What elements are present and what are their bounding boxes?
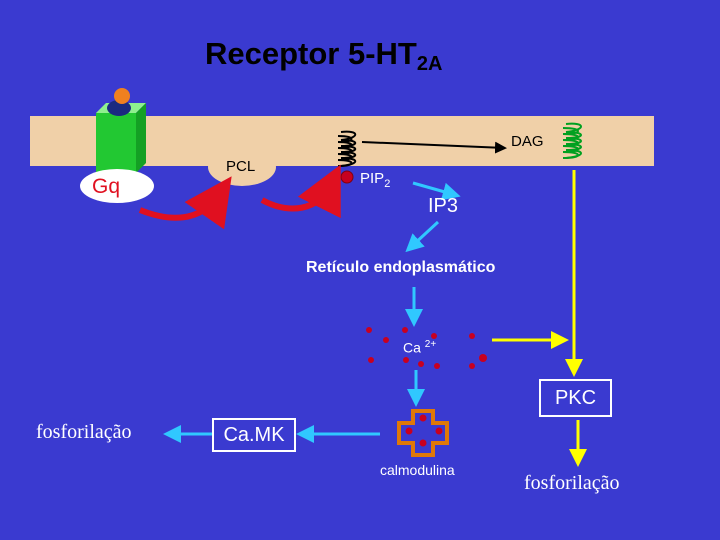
calmodulin-shape [397, 409, 449, 457]
label-reticulo: Retículo endoplasmático [306, 259, 496, 276]
page-title: Receptor 5-HT2A [205, 36, 443, 75]
label-dag: DAG [511, 133, 544, 150]
dag-helix [562, 122, 582, 159]
label-pip2-sub: 2 [384, 178, 391, 190]
label-calcium: Ca 2+ [403, 339, 437, 356]
arrow-pip2-to-dag [361, 141, 507, 154]
arrow-pcl-to-pip2 [260, 164, 341, 219]
pip2-head [340, 170, 354, 184]
label-fosforilacao-left: fosforilação [36, 421, 132, 443]
pip2-helix [337, 130, 357, 167]
label-calcium-sup: 2+ [424, 339, 437, 350]
calcium-ions [366, 327, 487, 369]
gq-protein-shape [80, 169, 154, 203]
arrow-ip3-to-er [405, 220, 440, 253]
pkc-box: PKC [539, 379, 612, 417]
receptor-5ht2a [96, 88, 146, 173]
camk-box: Ca.MK [212, 418, 296, 452]
arrow-gq-to-pcl [138, 176, 232, 230]
label-pcl: PCL [226, 158, 256, 175]
label-gq: Gq [92, 175, 121, 198]
arrow-pip2-to-ip3 [412, 181, 461, 201]
title-subscript: 2A [416, 53, 443, 75]
label-fosforilacao-right: fosforilação [524, 472, 620, 494]
label-pip2: PIP2 [360, 170, 391, 190]
label-calmodulina: calmodulina [380, 462, 455, 478]
label-ip3: IP3 [428, 195, 459, 217]
